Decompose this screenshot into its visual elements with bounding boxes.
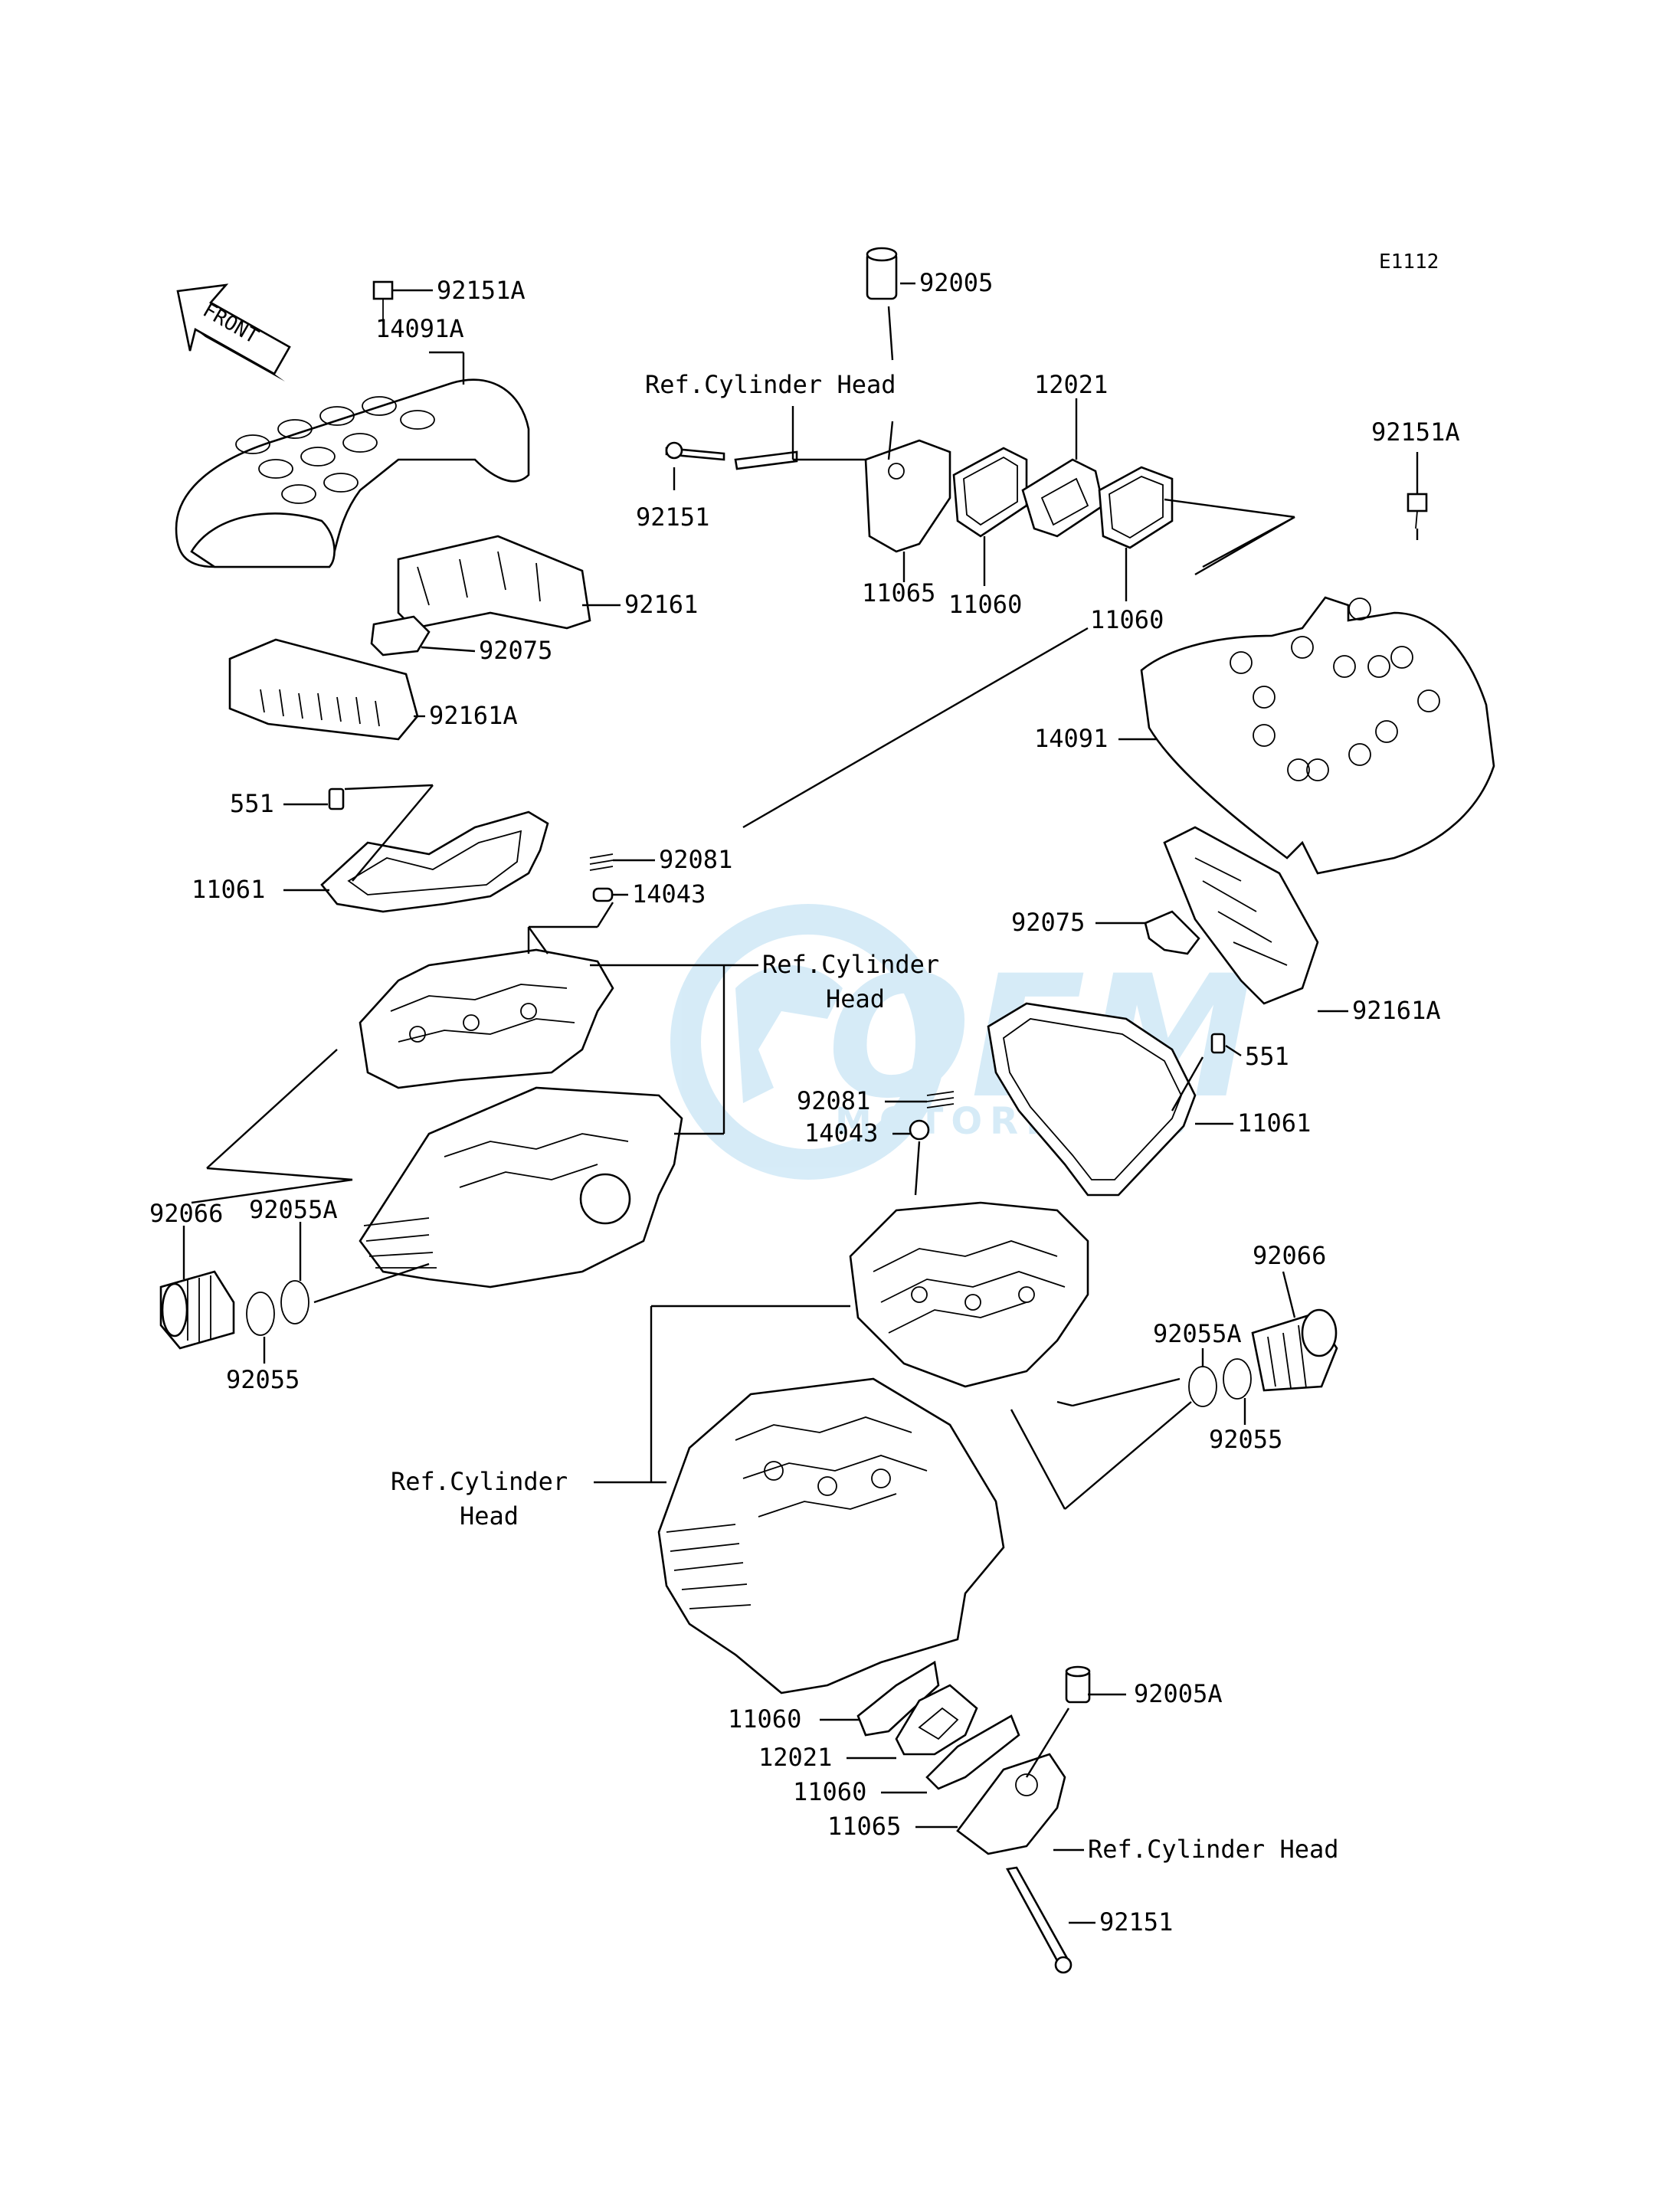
label-551-right: 551 — [1245, 1042, 1289, 1071]
pipe-92005-top — [866, 247, 898, 300]
label-92005A: 92005A — [1134, 1679, 1223, 1708]
label-ref-cylinder-head-mid-1: Ref.Cylinder — [762, 950, 939, 979]
label-92055-right: 92055 — [1209, 1425, 1282, 1454]
gasket-11060-top-a — [952, 447, 1028, 538]
pipe-92005A-bottom — [1065, 1665, 1091, 1704]
bolt-92151A-left — [372, 280, 394, 322]
cam-holder-left — [359, 948, 614, 1089]
label-92075-right: 92075 — [1011, 908, 1085, 937]
label-12021-top: 12021 — [1034, 370, 1108, 399]
intake-pipe-92066-right — [1251, 1308, 1338, 1392]
reed-valve-12021-bottom — [895, 1684, 978, 1756]
label-92005: 92005 — [919, 268, 993, 297]
leader-lines — [182, 282, 1419, 1924]
front-arrow-icon: FRONT — [176, 283, 291, 381]
label-11061-right: 11061 — [1237, 1108, 1311, 1138]
oring-92055-right — [1223, 1358, 1252, 1400]
dowel-551-left — [328, 787, 345, 810]
oring-92055A-left — [280, 1280, 309, 1324]
label-14043-mid: 14043 — [804, 1118, 878, 1148]
label-11061-left: 11061 — [192, 875, 265, 904]
label-ref-cylinder-head-bottom: Ref.Cylinder Head — [1088, 1835, 1339, 1864]
label-92055-left: 92055 — [226, 1365, 300, 1394]
gasket-11060-bottom-b — [925, 1714, 1020, 1790]
label-92066-left: 92066 — [149, 1199, 223, 1228]
label-92075-left: 92075 — [479, 636, 552, 665]
label-551-left: 551 — [230, 789, 274, 818]
label-11060-top-a: 11060 — [948, 590, 1022, 619]
oring-92055-left — [246, 1292, 275, 1336]
label-12021-bottom: 12021 — [758, 1743, 832, 1772]
label-11060-bottom-a: 11060 — [728, 1704, 801, 1734]
pin-ref-top — [734, 450, 798, 470]
gasket-11060-top-b — [1098, 466, 1174, 549]
rubber-92075-left — [370, 615, 431, 656]
label-92151A-right: 92151A — [1371, 417, 1460, 447]
cylinder-head-right — [657, 1377, 1005, 1694]
label-11060-top-b: 11060 — [1090, 605, 1164, 634]
label-92151A-top: 92151A — [437, 276, 526, 305]
label-92151-bottom: 92151 — [1099, 1907, 1173, 1937]
label-14091: 14091 — [1034, 724, 1108, 753]
label-92055A-right: 92055A — [1153, 1319, 1242, 1348]
right-head-cover — [1140, 596, 1495, 875]
label-92081-top: 92081 — [659, 845, 732, 874]
label-14043-top: 14043 — [632, 879, 706, 909]
plug-14043-top — [592, 887, 614, 902]
bolt-92151-bottom — [1005, 1866, 1073, 1974]
label-92055A-left: 92055A — [249, 1195, 338, 1224]
label-ref-cylinder-head-low-2: Head — [460, 1501, 519, 1531]
label-11065-bottom: 11065 — [827, 1812, 901, 1841]
dowel-551-right — [1210, 1033, 1226, 1054]
label-92161: 92161 — [624, 590, 698, 619]
label-11065-top: 11065 — [862, 578, 935, 607]
reed-housing-11065-top — [864, 439, 951, 553]
gasket-11061-left — [320, 810, 549, 913]
cylinder-head-left — [359, 1086, 683, 1288]
label-ref-cylinder-head-top: Ref.Cylinder Head — [645, 370, 896, 399]
cover-plate-92161 — [397, 535, 591, 630]
label-92161A-left: 92161A — [429, 701, 518, 730]
bolt-92151A-right — [1407, 493, 1428, 529]
reed-valve-12021-top — [1021, 458, 1105, 538]
plug-14043-mid — [909, 1119, 930, 1141]
label-14091A: 14091A — [375, 314, 464, 343]
rubber-92075-right — [1144, 910, 1200, 955]
diagram-code: E1112 — [1379, 250, 1439, 273]
cam-holder-right — [849, 1201, 1089, 1388]
label-11060-bottom-b: 11060 — [793, 1777, 866, 1806]
label-92161A-right: 92161A — [1352, 996, 1441, 1025]
spring-92081-mid — [926, 1091, 955, 1108]
cover-92161A-left — [228, 638, 419, 741]
bolt-92151-top — [665, 441, 725, 461]
label-ref-cylinder-head-low-1: Ref.Cylinder — [391, 1467, 568, 1496]
part-labels: 92151A 14091A 92005 Ref.Cylinder Head 12… — [149, 268, 1460, 1937]
watermark-globe-icon — [670, 904, 946, 1180]
label-92081-mid: 92081 — [797, 1086, 870, 1115]
label-ref-cylinder-head-mid-2: Head — [826, 984, 885, 1013]
gasket-11061-right — [987, 1002, 1197, 1197]
intake-pipe-92066-left — [159, 1270, 235, 1350]
cover-92161A-right — [1163, 826, 1319, 1005]
spring-92081-top — [589, 853, 614, 871]
oring-92055A-right — [1188, 1366, 1217, 1407]
left-head-cover — [175, 378, 530, 568]
reed-housing-11065-bottom — [956, 1753, 1066, 1855]
label-92066-right: 92066 — [1253, 1241, 1326, 1270]
gasket-11060-bottom-a — [856, 1660, 940, 1737]
label-92151-top: 92151 — [636, 503, 709, 532]
